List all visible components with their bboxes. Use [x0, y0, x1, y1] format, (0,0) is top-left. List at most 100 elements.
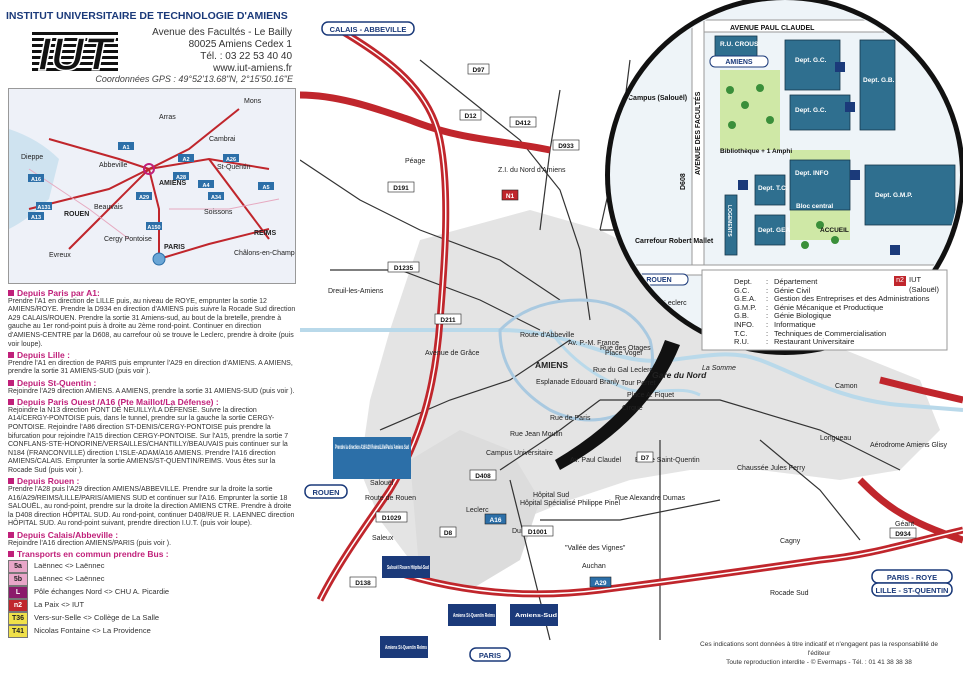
place-label: Chaussée Jules Ferry — [737, 465, 806, 472]
road-label: A16 — [490, 517, 502, 524]
legend-abbr: T.C. — [734, 328, 748, 338]
road-badge: A16 — [484, 513, 507, 525]
legend-row: T.C.:Techniques de Commercialisation — [734, 328, 934, 339]
place-label: Cirque — [622, 405, 643, 412]
place-label: La Somme — [702, 365, 736, 372]
exit-sign: Amiens-Sud — [510, 604, 558, 626]
inset-road-label: A16 — [31, 177, 41, 183]
place-label: Av. P.-M. France — [568, 340, 619, 347]
direction-title: Depuis Paris Ouest /A16 (Pte Maillot/La … — [8, 398, 296, 407]
inset-road-label: A13 — [31, 215, 41, 221]
legend-abbr: G.E.A. — [734, 294, 757, 304]
footer-line2: Toute reproduction interdite - © Evermap… — [726, 659, 912, 666]
zoom-building-label: LOGEMENTS — [726, 205, 732, 237]
address-line2: 80025 Amiens Cedex 1 — [188, 39, 292, 50]
direction-title: Depuis Paris par A1: — [8, 289, 296, 298]
road-badge: D1001 — [521, 525, 554, 537]
sign-rouen: ROUEN — [304, 484, 348, 499]
inset-road-label: A1 — [122, 145, 129, 151]
inset-road-badge: A34 — [208, 192, 224, 201]
direction-text: Rejoindre l'A16 direction AMIENS/PARIS (… — [8, 539, 172, 547]
place-label: Avenue de Grâce — [425, 350, 479, 357]
exit-sign: Amiens St-Quentin Reims — [448, 604, 496, 626]
direction-title: Depuis St-Quentin : — [8, 379, 296, 388]
place-label: Gare du Nord — [652, 370, 707, 380]
place-label: Aérodrome Amiens Glisy — [870, 442, 948, 449]
place-label: Route d'Abbeville — [520, 332, 574, 339]
inset-city-label: Mons — [244, 98, 262, 105]
direction-text: Prendre l'A1 en direction de PARIS puis … — [8, 359, 293, 376]
inset-city-label: AMIENS — [159, 180, 187, 187]
somme-river — [300, 328, 963, 412]
exit-sign-label: Amiens St-Quentin Reims — [453, 613, 495, 619]
directions-list: Depuis Paris par A1: Prendre l'A1 en dire… — [8, 287, 296, 638]
zoom-sign-label: AMIENS — [725, 59, 753, 66]
road-label: D1001 — [528, 529, 548, 536]
inset-road-label: A131 — [37, 205, 50, 211]
sign-lille-label: LILLE - ST-QUENTIN — [876, 586, 949, 595]
road-label: D191 — [393, 185, 409, 192]
place-label: Campus Universitaire — [486, 450, 553, 457]
legend-abbr: INFO. — [734, 319, 754, 329]
bus-badge: n2 — [8, 598, 28, 612]
inset-road-label: A26 — [226, 157, 236, 163]
direction-sign-amiens-sud: Prendre la direction A16/A29 Reims/Lille… — [333, 437, 411, 479]
info-panel: INSTITUT UNIVERSITAIRE DE TECHNOLOGIE D'… — [0, 0, 300, 681]
sign-calais-label: CALAIS - ABBEVILLE — [330, 25, 407, 34]
place-label: Rue des Otages — [600, 345, 651, 352]
direction-text: Rejoindre la N13 direction PONT DE NEUIL… — [8, 406, 289, 474]
bus-badge: L — [8, 585, 28, 599]
legend-row: G.M.P.:Génie Mécanique et Productique — [734, 302, 934, 313]
inset-road-badge: A28 — [173, 172, 189, 181]
website[interactable]: www.iut-amiens.fr — [213, 63, 292, 74]
river-branch — [548, 329, 701, 397]
inset-city-label: Beauvais — [94, 204, 123, 211]
direction-text: Prendre l'A28 puis l'A29 direction AMIEN… — [8, 486, 295, 528]
legend-row: INFO.:Informatique — [734, 319, 934, 330]
legend-abbr: G.M.P. — [734, 302, 757, 312]
zoom-building-label: Dept. G.C. — [795, 107, 827, 114]
place-label: Place A. Fiquet — [627, 392, 674, 399]
zoom-building-label: Dept. G.C. — [795, 57, 827, 64]
legend-text: Techniques de Commercialisation — [774, 328, 887, 338]
sign-paris: PARIS — [469, 647, 511, 662]
legend-row: R.U.:Restaurant Universitaire — [734, 338, 934, 347]
logo-text: IUT — [38, 28, 116, 78]
zoom-pointer — [555, 340, 680, 470]
legend-text: Génie Civil — [774, 285, 811, 295]
direction-text: Rejoindre l'A29 direction AMIENS. A AMIE… — [8, 387, 295, 395]
legend-abbr: G.B. — [734, 311, 750, 321]
phone: Tél. : 03 22 53 40 40 — [200, 51, 292, 62]
exit-sign: Amiens St-Quentin Reims — [380, 636, 428, 658]
inset-city-label: PARIS — [164, 244, 185, 251]
place-label: "Vallée des Vignes" — [565, 545, 626, 552]
inset-road-label: A4 — [202, 183, 210, 189]
zoom-leclerc-label: Leclerc — [664, 300, 687, 307]
exit-sign-label: Salouël Rouen Hôpital-Sud — [387, 565, 429, 571]
road-label: D1029 — [382, 515, 402, 522]
sign-paris-label: PARIS — [479, 651, 501, 660]
direction-title: Depuis Calais/Abbeville : — [8, 531, 296, 540]
place-label: AMIENS — [535, 360, 568, 370]
southwest-urban — [410, 430, 540, 590]
place-label: Cagny — [780, 538, 801, 545]
inset-city-label: Cergy Pontoise — [104, 236, 152, 243]
iut-logo: IUT — [32, 28, 118, 78]
place-label: Leclerc — [466, 507, 489, 514]
inset-city-label: ROUEN — [64, 211, 89, 218]
direction-sign-text: Prendre la direction A16/A29 Reims/Lille… — [335, 445, 409, 451]
road-badge: D8 — [439, 526, 457, 538]
road-badge: D12 — [459, 109, 482, 121]
legend-text: Gestion des Entreprises et des Administr… — [774, 294, 930, 304]
exit-sign: Salouël Rouen Hôpital-Sud — [382, 556, 430, 578]
inset-road-label: A29 — [139, 195, 149, 201]
address-block: Avenue des Facultés - Le Bailly 80025 Am… — [122, 27, 292, 75]
legend-row: G.B.:Génie Biologique — [734, 312, 934, 321]
road-label: A29 — [595, 580, 607, 587]
inset-road-badge: A26 — [223, 154, 239, 163]
